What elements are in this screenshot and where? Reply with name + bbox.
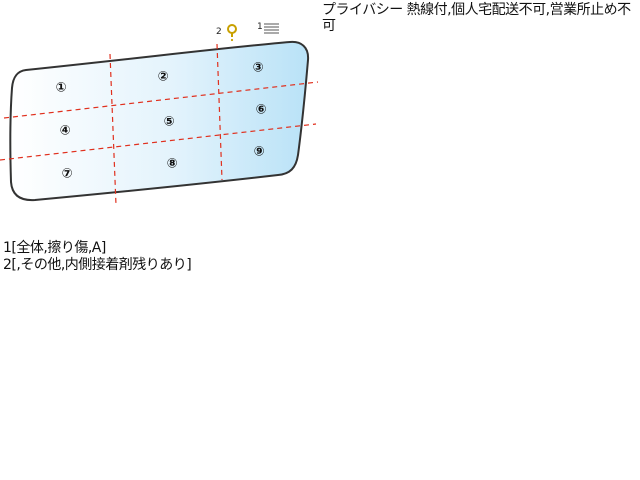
horizontal-divider-top <box>3 81 319 119</box>
lines-icon <box>264 23 279 34</box>
damage-note-2: 2[,その他,内側接着剤残りあり] <box>3 257 192 273</box>
zone-label-5: ⑤ <box>163 115 174 130</box>
glass-outline <box>9 40 310 202</box>
zone-label-6: ⑥ <box>255 103 266 118</box>
zone-label-9: ⑨ <box>253 145 264 160</box>
damage-marker-1: 1 <box>257 22 279 34</box>
vertical-divider-left <box>109 53 117 206</box>
zone-dividers <box>0 43 319 206</box>
zone-label-1: ① <box>55 81 66 96</box>
question-mark-icon <box>227 24 237 42</box>
marker-2-number: 2 <box>216 27 222 37</box>
zone-label-8: ⑧ <box>166 157 177 172</box>
horizontal-divider-bottom <box>0 123 317 161</box>
zone-labels: ① ② ③ ④ ⑤ ⑥ ⑦ ⑧ ⑨ <box>55 61 266 182</box>
zone-label-7: ⑦ <box>61 167 72 182</box>
zone-label-3: ③ <box>252 61 263 76</box>
vertical-divider-right <box>216 43 223 181</box>
damage-note-1: 1[全体,擦り傷,A] <box>3 240 106 256</box>
zone-label-4: ④ <box>59 124 70 139</box>
damage-notes: 1[全体,擦り傷,A] 2[,その他,内側接着剤残りあり] <box>3 240 192 274</box>
header-note: プライバシー 熱線付,個人宅配送不可,営業所止め不可 <box>322 2 631 34</box>
zone-label-2: ② <box>157 70 168 85</box>
glass-diagram: ① ② ③ ④ ⑤ ⑥ ⑦ ⑧ ⑨ 2 1 <box>0 22 319 206</box>
marker-1-number: 1 <box>257 22 263 32</box>
damage-marker-2: 2 <box>216 24 237 42</box>
